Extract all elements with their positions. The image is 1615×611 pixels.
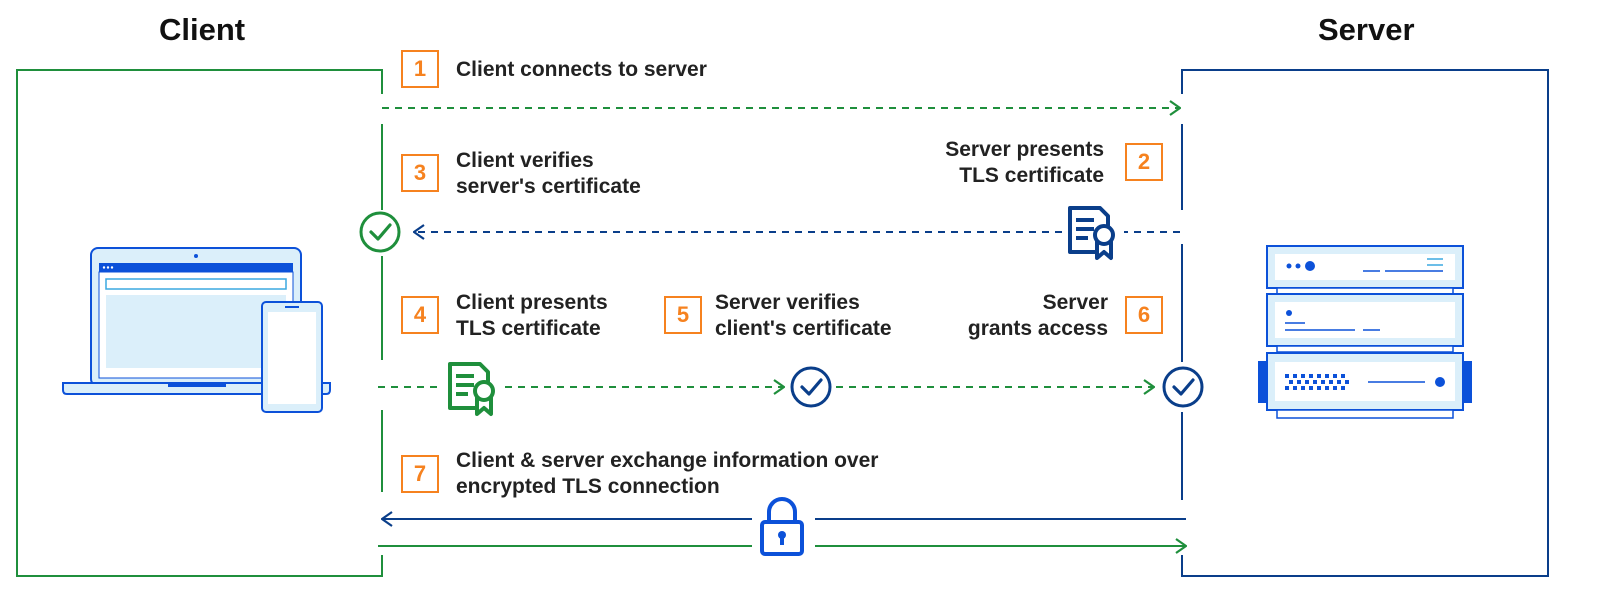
- server-rack-icon: [1258, 245, 1472, 419]
- client-heading: Client: [159, 12, 246, 47]
- step-2-number: 2: [1125, 143, 1163, 181]
- lock-icon: [760, 497, 804, 556]
- step-6-label-line-2: grants access: [967, 317, 1108, 340]
- server-certificate-icon: [1068, 206, 1115, 260]
- phone-icon: [261, 301, 323, 413]
- step-6-label: Server grants access: [968, 290, 1108, 342]
- client-panel: [16, 69, 383, 577]
- client-certificate-icon: [448, 362, 495, 416]
- access-granted-check-icon: [1162, 366, 1204, 408]
- step-4-label-line-2: TLS certificate: [456, 317, 601, 340]
- server-heading: Server: [1318, 12, 1415, 47]
- step-7-label-line-1: Client & server exchange information ove…: [456, 449, 879, 472]
- step-5-label: Server verifies client's certificate: [715, 290, 892, 342]
- step-7-label-line-2: encrypted TLS connection: [456, 475, 720, 498]
- step-1-label: Client connects to server: [456, 57, 707, 83]
- step-1-label-line-1: Client connects to server: [456, 58, 707, 81]
- step-3-label-line-2: server's certificate: [456, 175, 641, 198]
- laptop-icon: [62, 247, 331, 395]
- step-7-number: 7: [401, 455, 439, 493]
- server-panel: [1181, 69, 1549, 577]
- server-verified-check-icon: [790, 366, 832, 408]
- step-5-number: 5: [664, 296, 702, 334]
- step-3-label: Client verifies server's certificate: [456, 148, 641, 200]
- step-6-number: 6: [1125, 296, 1163, 334]
- step-5-label-line-2: client's certificate: [715, 317, 892, 340]
- client-verified-check-icon: [359, 211, 401, 253]
- step-3-label-line-1: Client verifies: [456, 149, 594, 172]
- step-4-label: Client presents TLS certificate: [456, 290, 608, 342]
- step-3-number: 3: [401, 154, 439, 192]
- step-6-label-line-1: Server: [1042, 291, 1108, 314]
- step-5-label-line-1: Server verifies: [715, 291, 860, 314]
- step-4-number: 4: [401, 296, 439, 334]
- step-2-label-line-2: TLS certificate: [959, 164, 1104, 187]
- step-1-number: 1: [401, 50, 439, 88]
- step-2-label-line-1: Server presents: [945, 138, 1104, 161]
- step-2-label: Server presents TLS certificate: [945, 137, 1104, 189]
- step-7-label: Client & server exchange information ove…: [456, 448, 878, 500]
- step-4-label-line-1: Client presents: [456, 291, 608, 314]
